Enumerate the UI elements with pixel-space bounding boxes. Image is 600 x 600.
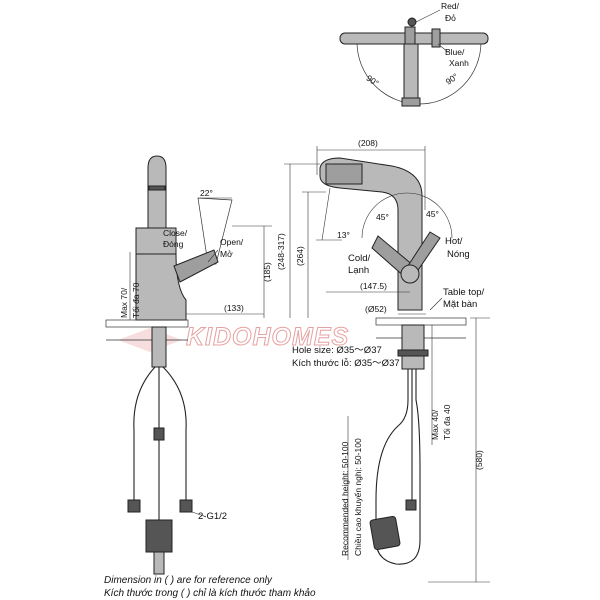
cold-label: Cold/ [348, 253, 371, 264]
max40-label-vi: Tối đa 40 [442, 404, 452, 440]
close-label-vi: Đóng [163, 239, 184, 249]
dim-147-5-label: (147.5) [360, 281, 387, 291]
open-label: Open/ [220, 237, 244, 247]
hole-size-label: Hole size: Ø35～Ø37 [292, 345, 382, 356]
side-connector-right [179, 499, 193, 513]
rec-height-label: Recommended height: 50-100 [340, 441, 350, 556]
top-handle-knob-right [431, 28, 441, 48]
front-nut [397, 349, 429, 357]
side-weight [145, 519, 173, 553]
side-body-lower [135, 253, 187, 321]
hot-label: Hot/ [445, 236, 463, 247]
front-deck [375, 317, 467, 326]
side-view: 22° Close/ Đóng Open/ Mở (185) (133) Max… [105, 155, 272, 575]
cold-label-vi: Lạnh [348, 265, 369, 276]
dim-208-label: (208) [358, 138, 378, 148]
angle-90-right: 90° [444, 71, 460, 87]
front-weight [369, 515, 401, 551]
thread-leader [191, 511, 205, 517]
red-label-vi: Đỏ [445, 13, 456, 23]
hole-size-label-vi: Kích thước lỗ: Ø35～Ø37 [292, 358, 400, 369]
top-view: Red/ Đỏ Blue/ Xanh 90° 90° [339, 1, 490, 107]
side-shank [151, 326, 167, 368]
side-handle-closed [173, 249, 219, 283]
side-spout [147, 155, 167, 231]
angle-13-line [321, 187, 331, 241]
notes: Dimension in ( ) are for reference only … [104, 575, 316, 599]
note-line-2: Kích thước trong ( ) chỉ là kích thước t… [104, 587, 316, 599]
close-label: Close/ [163, 228, 188, 238]
side-connector-left [127, 499, 141, 513]
front-handle-arc [361, 192, 453, 239]
side-weight-tip [153, 551, 165, 575]
watermark-text: KIDOHOMES [186, 323, 349, 351]
front-handle-hub [400, 264, 420, 284]
hot-label-vi: Nóng [447, 249, 470, 260]
top-red-indicator [407, 17, 417, 27]
dim-264-label: (264) [295, 246, 305, 266]
dim-133-label: (133) [224, 303, 244, 313]
front-spray-head [325, 163, 363, 185]
dim-248-317-label: (248-317) [276, 233, 286, 270]
max70-label-vi: Tối đa 70 [131, 282, 141, 318]
side-handle-open [197, 197, 233, 265]
side-deck [105, 319, 189, 328]
red-label: Red/ [441, 1, 460, 11]
front-shank [401, 324, 425, 370]
side-spout-ring [148, 185, 166, 191]
dim-185-label: (185) [262, 262, 272, 282]
angle-45-right: 45° [426, 209, 439, 219]
open-leader [207, 249, 219, 263]
table-top-label-vi: Mặt bàn [443, 299, 477, 310]
max40-label: Max 40/ [430, 409, 440, 440]
angle-90-left: 90° [364, 73, 380, 89]
side-hose-right [162, 366, 187, 500]
front-spout-body [319, 157, 423, 311]
dim-52-label: (Ø52) [365, 304, 387, 314]
angle-45-left: 45° [376, 212, 389, 222]
front-view: (208) 45° 45° Hot/ Nóng Cold/ Lạnh 13° (… [276, 138, 490, 583]
angle-13-label: 13° [337, 230, 350, 240]
note-line-1: Dimension in ( ) are for reference only [104, 575, 273, 586]
blue-label-vi: Xanh [449, 58, 469, 68]
table-top-label: Table top/ [443, 287, 485, 298]
side-body-upper [135, 227, 177, 255]
top-spout [403, 43, 419, 107]
table-top-leader [429, 297, 443, 311]
red-leader [415, 9, 441, 23]
side-hose-clip [153, 427, 165, 441]
front-pullout-hose [375, 369, 421, 565]
side-hose-left [133, 366, 156, 500]
top-spout-tip [401, 97, 421, 107]
thread-label: 2-G1/2 [198, 511, 227, 522]
blue-leader [437, 43, 449, 53]
max70-label: Max 70/ [119, 287, 129, 318]
front-connector [405, 499, 417, 511]
angle-22-label: 22° [200, 188, 213, 198]
blue-label: Blue/ [445, 47, 465, 57]
open-label-vi: Mở [220, 249, 233, 259]
rec-height-label-vi: Chiều cao khuyến nghị: 50-100 [353, 438, 363, 556]
dim-580-label: (580) [474, 450, 484, 470]
